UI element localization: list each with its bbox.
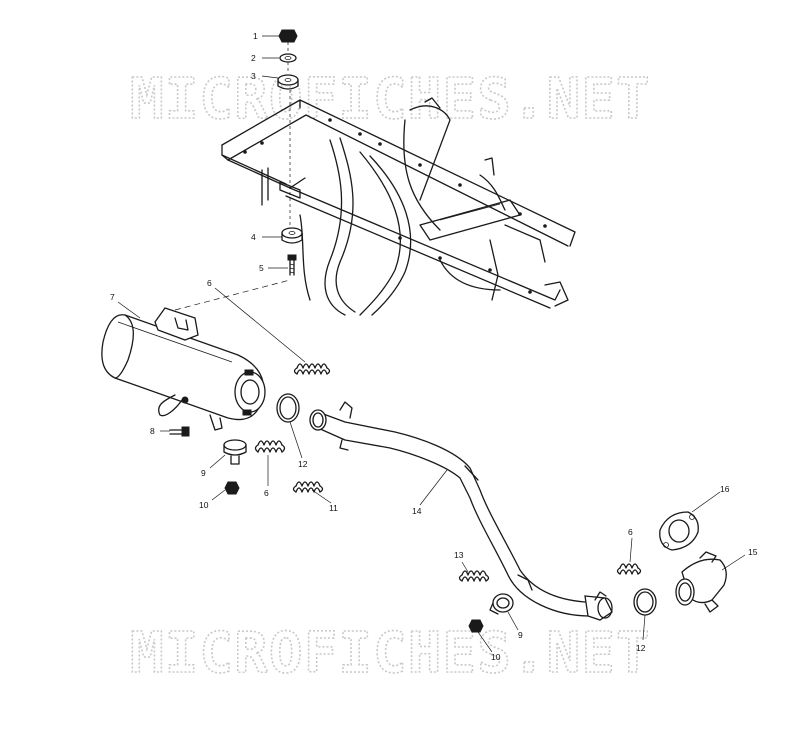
spring-part-6-lower: [254, 440, 286, 453]
callout-5: 5: [259, 263, 264, 273]
spring-part-13: [458, 570, 490, 582]
callout-10-right: 10: [491, 652, 501, 662]
head-pipe-part-14: [309, 401, 613, 621]
callout-9-left: 9: [201, 468, 206, 478]
callout-10-left: 10: [199, 500, 209, 510]
watermark-top: MICROFICHES.NET: [130, 67, 651, 132]
callout-12-left: 12: [298, 459, 308, 469]
callout-labels: 1 2 3 4 5 6 7 8 9 10 6 11 12 14 13 9 10 …: [110, 31, 758, 662]
gasket-part-12-left: [276, 393, 300, 423]
grommet-part-4: [281, 227, 303, 244]
callout-7: 7: [110, 292, 115, 302]
grommet-part-9-right: [489, 593, 514, 615]
callout-6-right: 6: [628, 527, 633, 537]
watermark-bottom: MICROFICHES.NET: [130, 621, 651, 686]
muffler-part-7: [101, 307, 266, 431]
washer-part-2: [279, 53, 297, 63]
callout-1: 1: [253, 31, 258, 41]
callout-15: 15: [748, 547, 758, 557]
leader-lines: [117, 35, 746, 653]
gasket-part-16: [659, 511, 699, 551]
exhaust-adapter-part-15: [675, 551, 727, 613]
nut-part-10-right: [468, 619, 484, 633]
callout-11: 11: [329, 503, 338, 513]
callout-8: 8: [150, 426, 155, 436]
callout-14: 14: [412, 506, 422, 516]
callout-4: 4: [251, 232, 256, 242]
callout-9-right: 9: [518, 630, 523, 640]
callout-6-upper: 6: [207, 278, 212, 288]
grommet-part-9-left: [223, 439, 247, 465]
callout-16: 16: [720, 484, 730, 494]
callout-2: 2: [251, 53, 256, 63]
callout-3: 3: [251, 71, 256, 81]
spring-part-11: [292, 481, 324, 493]
callout-12-right: 12: [636, 643, 646, 653]
callout-13: 13: [454, 550, 464, 560]
nut-part-10-left: [224, 481, 240, 495]
spring-part-6-right: [616, 563, 642, 575]
gasket-part-12-right: [633, 588, 657, 616]
grommet-part-3: [277, 74, 299, 90]
bolt-part-5: [287, 254, 297, 276]
spring-part-6-upper: [293, 363, 331, 375]
callout-6-lower: 6: [264, 488, 269, 498]
bolt-part-8: [169, 426, 190, 437]
nut-part-1: [278, 29, 298, 43]
vehicle-frame: [221, 97, 576, 316]
